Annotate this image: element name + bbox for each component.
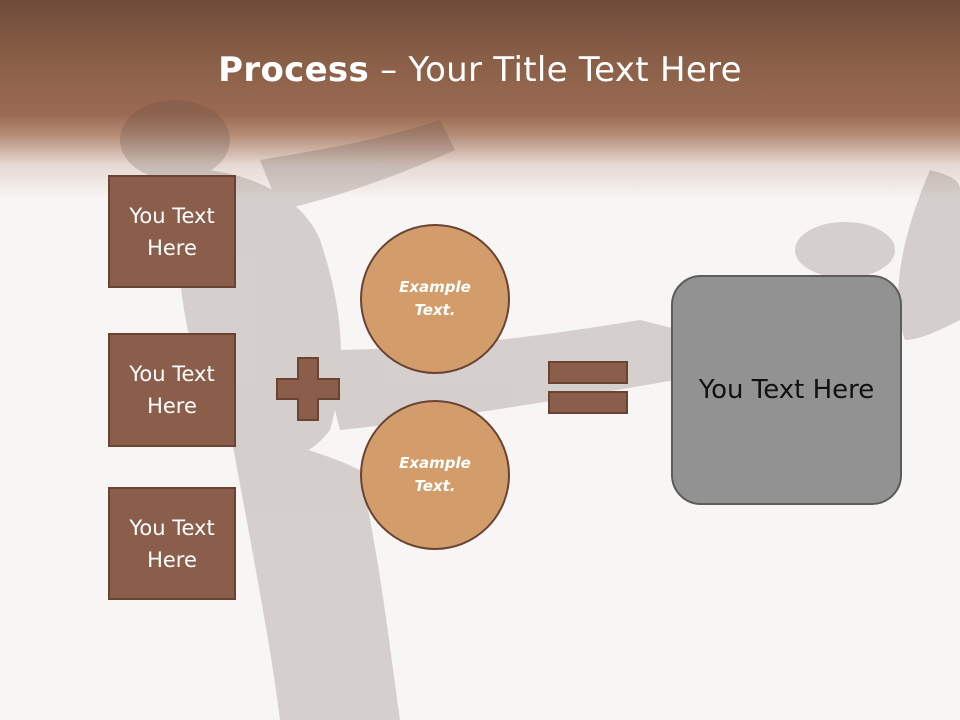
input-box-1-label: You Text Here xyxy=(129,203,215,260)
example-circle-2: Example Text. xyxy=(360,400,510,550)
example-circle-1: Example Text. xyxy=(360,224,510,374)
result-box: You Text Here xyxy=(671,275,902,505)
title-rest: – Your Title Text Here xyxy=(369,50,742,90)
input-box-2: You Text Here xyxy=(108,333,236,447)
input-box-3: You Text Here xyxy=(108,487,236,600)
input-box-2-label: You Text Here xyxy=(129,362,215,418)
equals-icon xyxy=(548,361,628,414)
result-box-label: You Text Here xyxy=(698,375,875,405)
header-band xyxy=(0,0,960,200)
plus-icon xyxy=(276,357,340,421)
example-circle-2-label: Example Text. xyxy=(399,454,471,495)
input-box-3-label: You Text Here xyxy=(129,515,215,572)
title-bold-word: Process xyxy=(218,50,370,90)
example-circle-1-label: Example Text. xyxy=(399,278,471,319)
slide-title: Process – Your Title Text Here xyxy=(0,50,960,90)
input-box-1: You Text Here xyxy=(108,175,236,288)
